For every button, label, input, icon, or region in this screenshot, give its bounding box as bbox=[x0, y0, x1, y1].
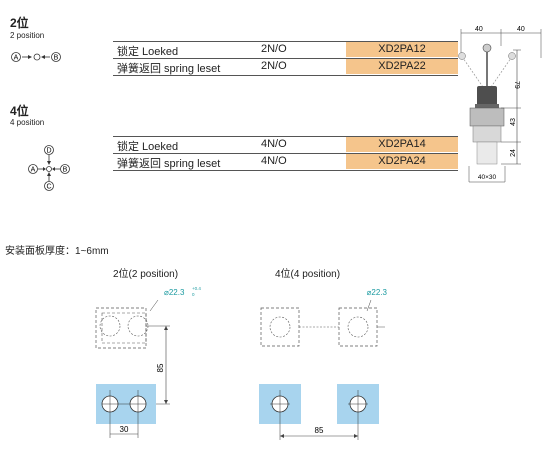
table-row: 弹簧返回 spring leset 4N/O XD2PA24 bbox=[113, 154, 458, 170]
dim-24: 24 bbox=[510, 149, 517, 157]
table-row: 弹簧返回 spring leset 2N/O XD2PA22 bbox=[113, 59, 458, 75]
dim-43: 43 bbox=[510, 118, 517, 126]
hole-tolerance-upper: +0.4 bbox=[192, 286, 201, 291]
label-a: A bbox=[31, 167, 36, 174]
subtitle-2-position: 2 position bbox=[10, 31, 45, 40]
view-2-position-title: 2位(2 position) bbox=[113, 269, 179, 280]
row-type: 弹簧返回 spring leset bbox=[117, 158, 221, 170]
dim-30: 30 bbox=[120, 425, 129, 434]
dim-top-left: 40 bbox=[475, 26, 483, 33]
view-4-position-title: 4位(4 position) bbox=[275, 269, 341, 280]
dim-79: 79 bbox=[513, 81, 520, 89]
cutout-2-position: ⌀22.3 +0.4 0 85 30 bbox=[95, 286, 201, 438]
row-code: XD2PA14 bbox=[346, 137, 458, 152]
title-2-position: 2位 bbox=[10, 16, 29, 30]
label-a: A bbox=[14, 55, 19, 62]
hole-tolerance-lower: 0 bbox=[192, 292, 195, 297]
dim-base: 40×30 bbox=[478, 174, 497, 181]
row-type: 弹簧返回 spring leset bbox=[117, 63, 221, 75]
row-type: 锁定 Loeked bbox=[117, 46, 179, 58]
label-c: C bbox=[46, 184, 51, 191]
dim-85-vertical: 85 bbox=[156, 363, 165, 372]
table-row: 锁定 Loeked 2N/O XD2PA12 bbox=[113, 42, 458, 58]
label-d: D bbox=[46, 148, 51, 155]
hole-diameter-label: ⌀22.3 bbox=[164, 288, 185, 297]
diagram-4-position: D A B C bbox=[28, 145, 70, 191]
install-title: 安装面板厚度：1~6mm bbox=[5, 246, 109, 257]
dim-top-right: 40 bbox=[517, 26, 525, 33]
row-code: XD2PA12 bbox=[346, 42, 458, 57]
hole-diameter-label: ⌀22.3 bbox=[367, 288, 388, 297]
row-code: XD2PA24 bbox=[346, 154, 458, 169]
row-code: XD2PA22 bbox=[346, 59, 458, 74]
table-row: 锁定 Loeked 4N/O XD2PA14 bbox=[113, 137, 458, 153]
label-b: B bbox=[63, 167, 68, 174]
row-contacts: 4N/O bbox=[261, 138, 287, 150]
row-type: 锁定 Loeked bbox=[117, 141, 179, 153]
joystick-drawing: 40 40 79 43 24 40×30 bbox=[458, 26, 542, 183]
row-contacts: 2N/O bbox=[261, 43, 287, 55]
dim-85-horizontal: 85 bbox=[315, 426, 324, 435]
label-b: B bbox=[54, 55, 59, 62]
subtitle-4-position: 4 position bbox=[10, 118, 45, 127]
row-contacts: 2N/O bbox=[261, 60, 287, 72]
title-4-position: 4位 bbox=[10, 104, 29, 118]
cutout-4-position: ⌀22.3 85 bbox=[259, 288, 388, 440]
diagram-2-position: A B bbox=[11, 52, 61, 62]
row-contacts: 4N/O bbox=[261, 155, 287, 167]
